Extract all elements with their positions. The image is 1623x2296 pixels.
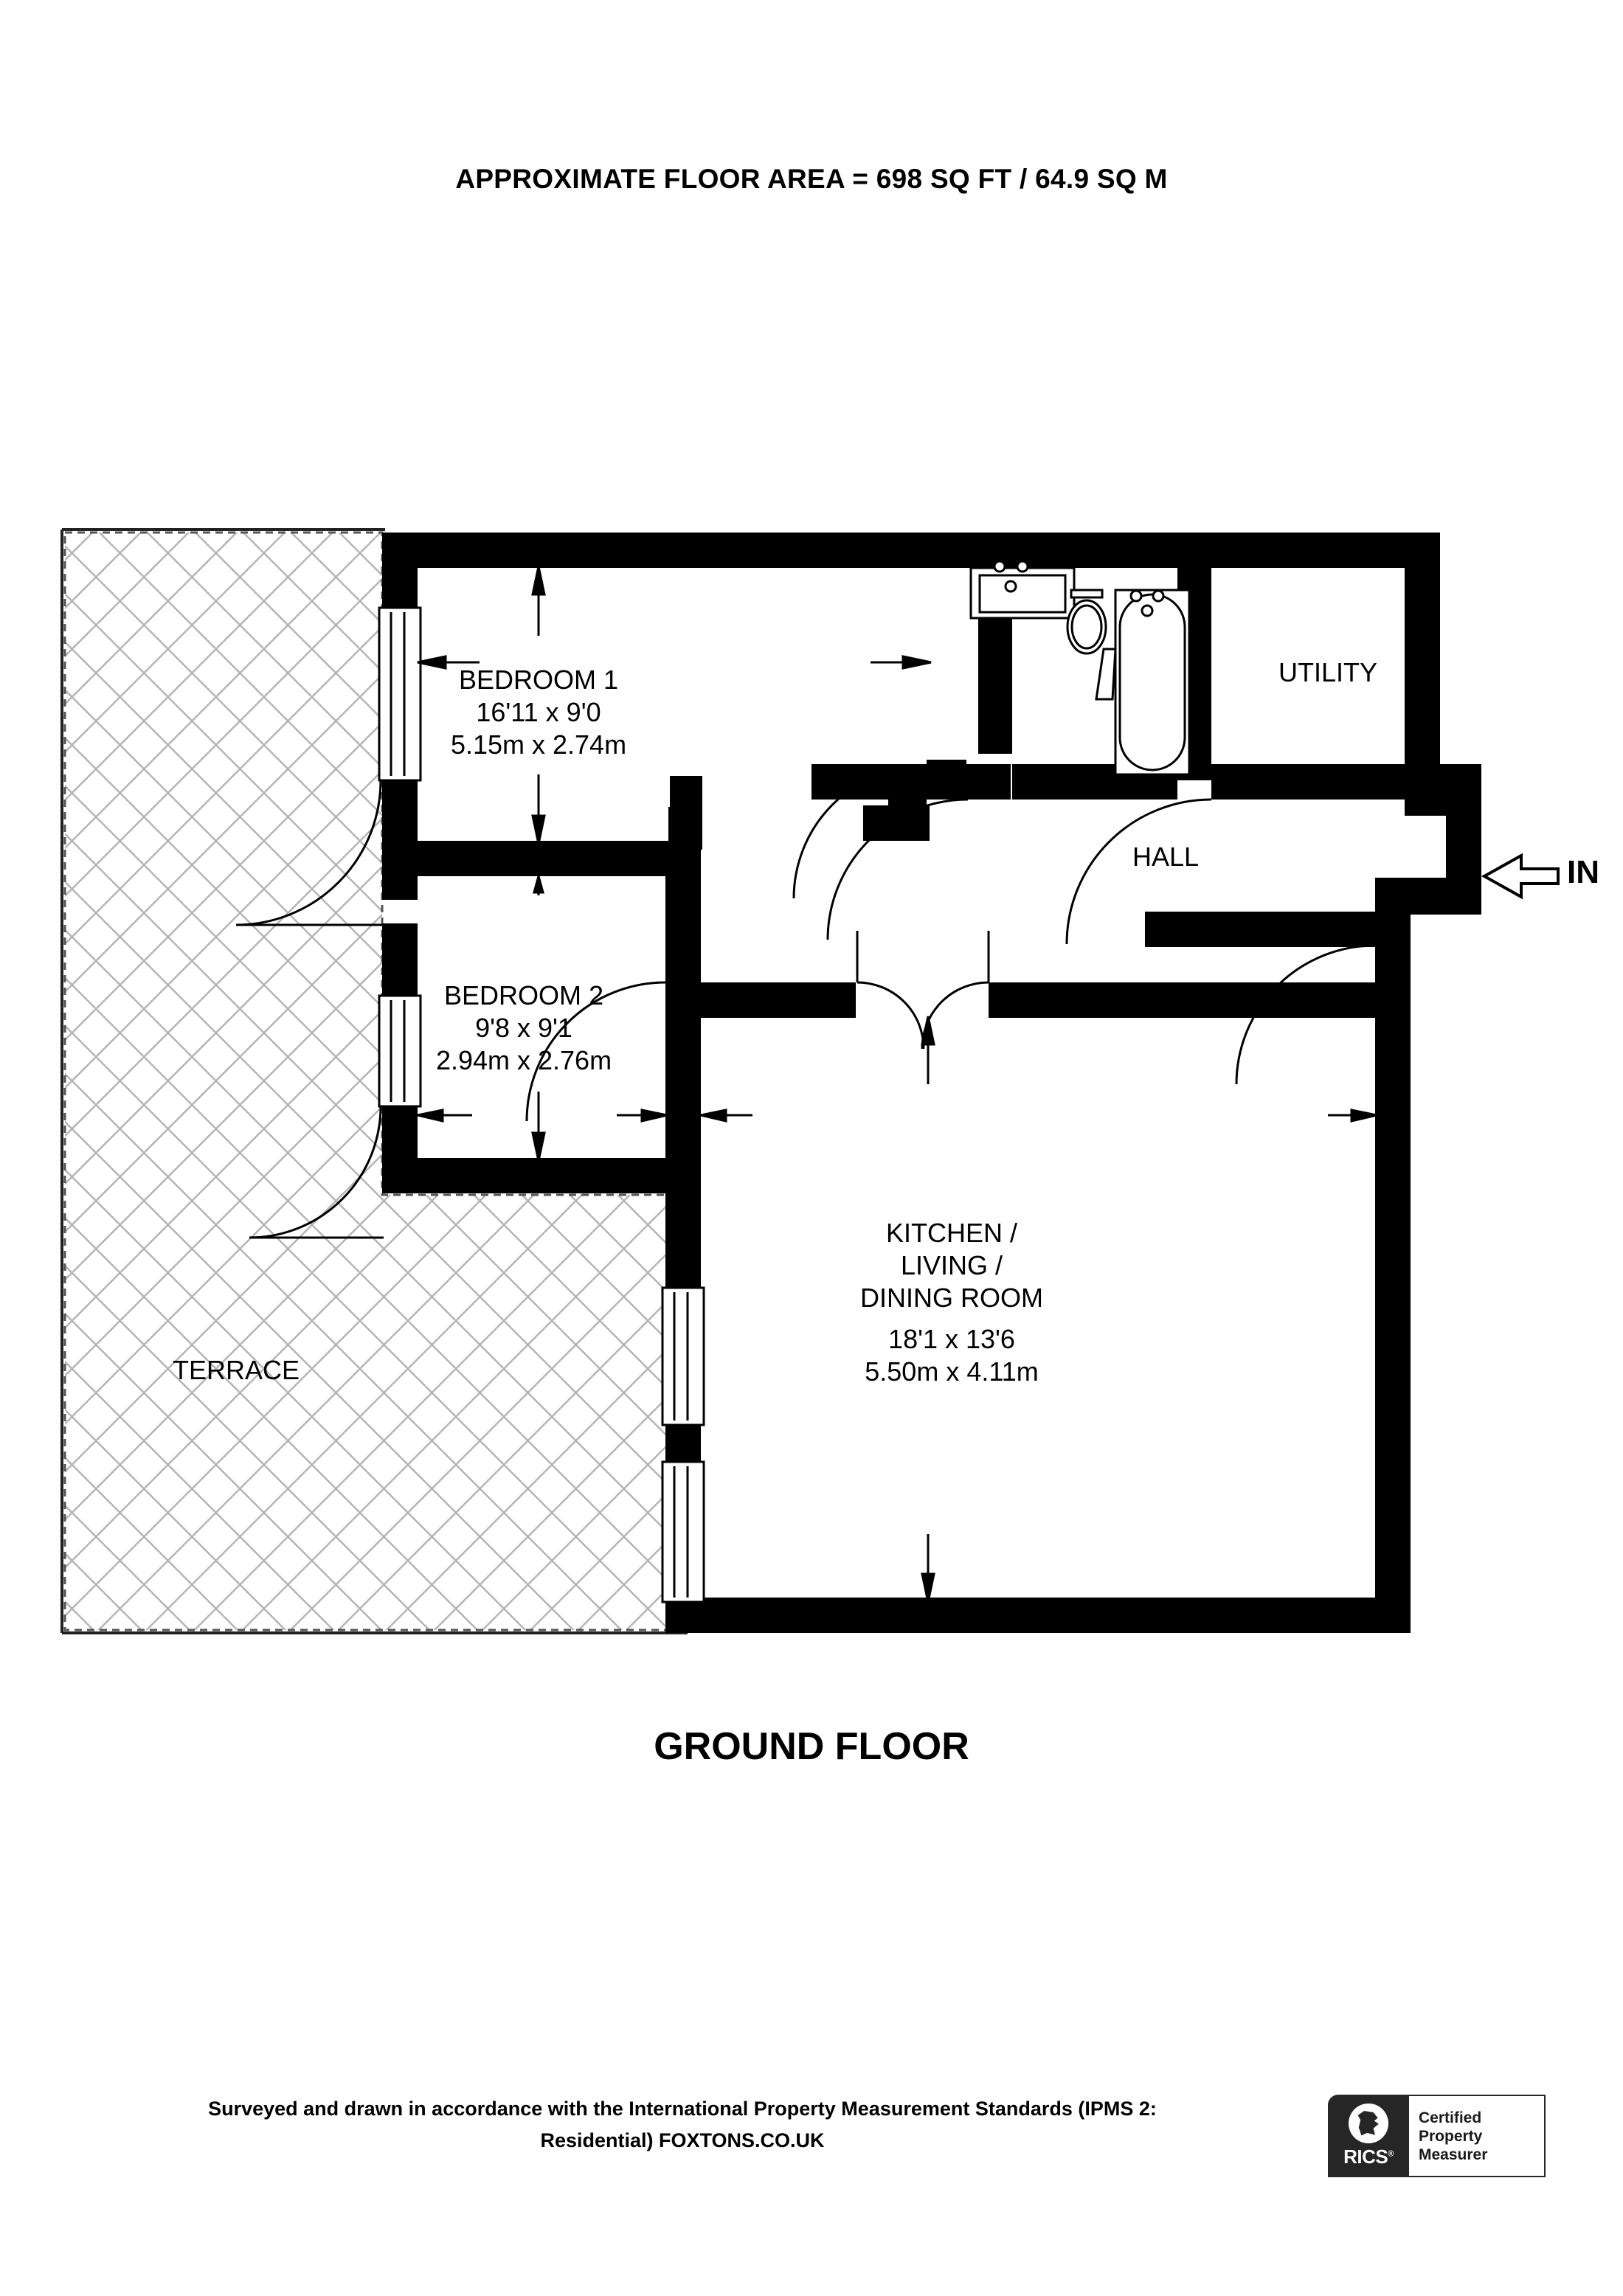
badge-line-3: Measurer bbox=[1419, 2146, 1488, 2163]
toilet-icon bbox=[1066, 589, 1107, 655]
door-swings bbox=[235, 764, 1376, 1239]
rics-wordmark: RICS® bbox=[1343, 2146, 1394, 2168]
footer: Surveyed and drawn in accordance with th… bbox=[0, 2093, 1623, 2233]
room-label-bedroom2-name: BEDROOM 2 bbox=[443, 980, 604, 1010]
registered-icon: ® bbox=[1388, 2149, 1394, 2159]
sink-icon bbox=[969, 560, 1076, 620]
bathroom-fixtures bbox=[969, 560, 1191, 776]
lion-icon bbox=[1349, 2103, 1388, 2143]
footer-line-1: Surveyed and drawn in accordance with th… bbox=[208, 2098, 1157, 2120]
window-symbols bbox=[378, 606, 705, 1603]
footer-line-2: Residential) FOXTONS.CO.UK bbox=[540, 2129, 825, 2151]
rics-word-text: RICS bbox=[1343, 2146, 1388, 2168]
bathtub-icon bbox=[1114, 589, 1191, 776]
room-label-kitchen-imperial: 18'1 x 13'6 bbox=[888, 1324, 1015, 1354]
rics-logo-mark: RICS® bbox=[1328, 2095, 1409, 2177]
room-label-hall: HALL bbox=[1132, 842, 1200, 872]
room-label-utility: UTILITY bbox=[1278, 657, 1377, 687]
room-label-terrace: TERRACE bbox=[172, 1355, 300, 1385]
wall-structure bbox=[382, 533, 1481, 1633]
room-label-bedroom2-imperial: 9'8 x 9'1 bbox=[475, 1013, 572, 1043]
badge-line-2: Property bbox=[1419, 2127, 1483, 2145]
terrace-area bbox=[60, 528, 688, 1634]
page-title: APPROXIMATE FLOOR AREA = 698 SQ FT / 64.… bbox=[455, 164, 1168, 194]
badge-line-1: Certified bbox=[1419, 2109, 1482, 2126]
floor-caption: GROUND FLOOR bbox=[654, 1725, 969, 1768]
entrance-arrow-icon bbox=[1481, 853, 1560, 900]
rics-badge-text: Certified Property Measurer bbox=[1409, 2095, 1546, 2177]
room-label-bedroom1-metric: 5.15m x 2.74m bbox=[450, 729, 627, 760]
room-label-bedroom1-imperial: 16'11 x 9'0 bbox=[476, 697, 601, 727]
footer-text-block: Surveyed and drawn in accordance with th… bbox=[59, 2093, 1306, 2157]
room-label-bedroom1-name: BEDROOM 1 bbox=[458, 665, 619, 695]
room-label-kitchen-metric: 5.50m x 4.11m bbox=[865, 1356, 1039, 1387]
entrance-label: IN bbox=[1567, 854, 1599, 890]
rics-certified-badge: RICS® Certified Property Measurer bbox=[1328, 2095, 1546, 2177]
room-label-kitchen-name: KITCHEN / LIVING / DINING ROOM bbox=[860, 1218, 1043, 1313]
room-label-bedroom2-metric: 2.94m x 2.76m bbox=[435, 1045, 612, 1075]
dimension-arrows bbox=[417, 566, 1377, 1603]
